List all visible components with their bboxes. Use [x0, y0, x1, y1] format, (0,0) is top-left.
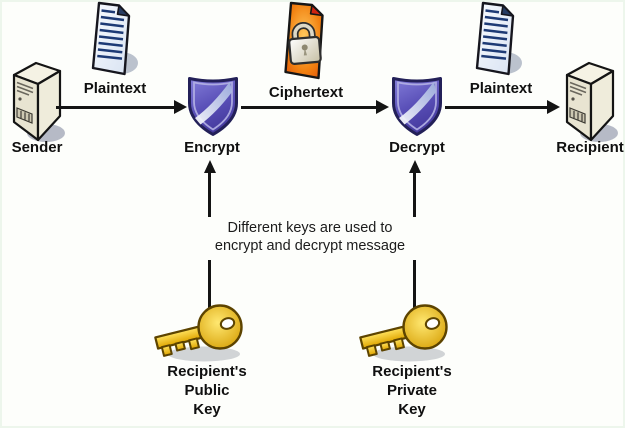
annotation-line-2: encrypt and decrypt message	[214, 238, 406, 254]
plaintext-in-label: Plaintext	[83, 80, 147, 97]
arrowhead-right-icon	[376, 100, 389, 114]
connector-privatekey-line	[413, 260, 416, 309]
arrow-sender-to-encrypt	[56, 100, 187, 114]
arrow-shaft	[413, 173, 416, 217]
sender-label: Sender	[11, 139, 63, 156]
arrow-shaft	[56, 105, 174, 109]
keys-annotation: Different keys are used to encrypt and d…	[155, 219, 465, 255]
connector-publickey-line	[208, 260, 211, 309]
arrowhead-up-icon	[203, 160, 216, 173]
arrowhead-up-icon	[408, 160, 421, 173]
public-key-label: Recipient's Public Key	[157, 362, 257, 419]
recipient-computer-icon	[558, 58, 620, 146]
arrow-shaft	[208, 173, 211, 217]
ciphertext-locked-document-icon	[277, 0, 335, 84]
public-key-label-line1: Recipient's	[167, 363, 247, 380]
arrow-encrypt-to-decrypt	[241, 100, 389, 114]
annotation-line-1: Different keys are used to	[227, 220, 393, 236]
private-key-label-line3: Key	[398, 401, 426, 418]
arrow-shaft	[445, 105, 547, 109]
plaintext-out-label: Plaintext	[469, 80, 533, 97]
arrow-publickey-to-encrypt	[203, 160, 216, 217]
private-key-icon	[357, 297, 457, 367]
private-key-label-line2: Private	[386, 382, 438, 399]
encrypt-shield-icon	[185, 73, 241, 141]
public-key-label-line3: Key	[193, 401, 221, 418]
public-key-icon	[152, 297, 252, 367]
arrowhead-right-icon	[174, 100, 187, 114]
private-key-label: Recipient's Private Key	[362, 362, 462, 419]
decrypt-shield-icon	[389, 73, 445, 141]
arrow-shaft	[241, 105, 376, 109]
plaintext-document-icon	[468, 0, 524, 84]
plaintext-document-icon	[84, 0, 140, 84]
arrowhead-right-icon	[547, 100, 560, 114]
recipient-label: Recipient	[556, 139, 624, 156]
arrow-privatekey-to-decrypt	[408, 160, 421, 217]
ciphertext-label: Ciphertext	[268, 84, 344, 101]
encrypt-label: Encrypt	[184, 139, 240, 156]
arrow-decrypt-to-recipient	[445, 100, 560, 114]
private-key-label-line1: Recipient's	[372, 363, 452, 380]
decrypt-label: Decrypt	[389, 139, 445, 156]
public-key-label-line2: Public	[184, 382, 230, 399]
